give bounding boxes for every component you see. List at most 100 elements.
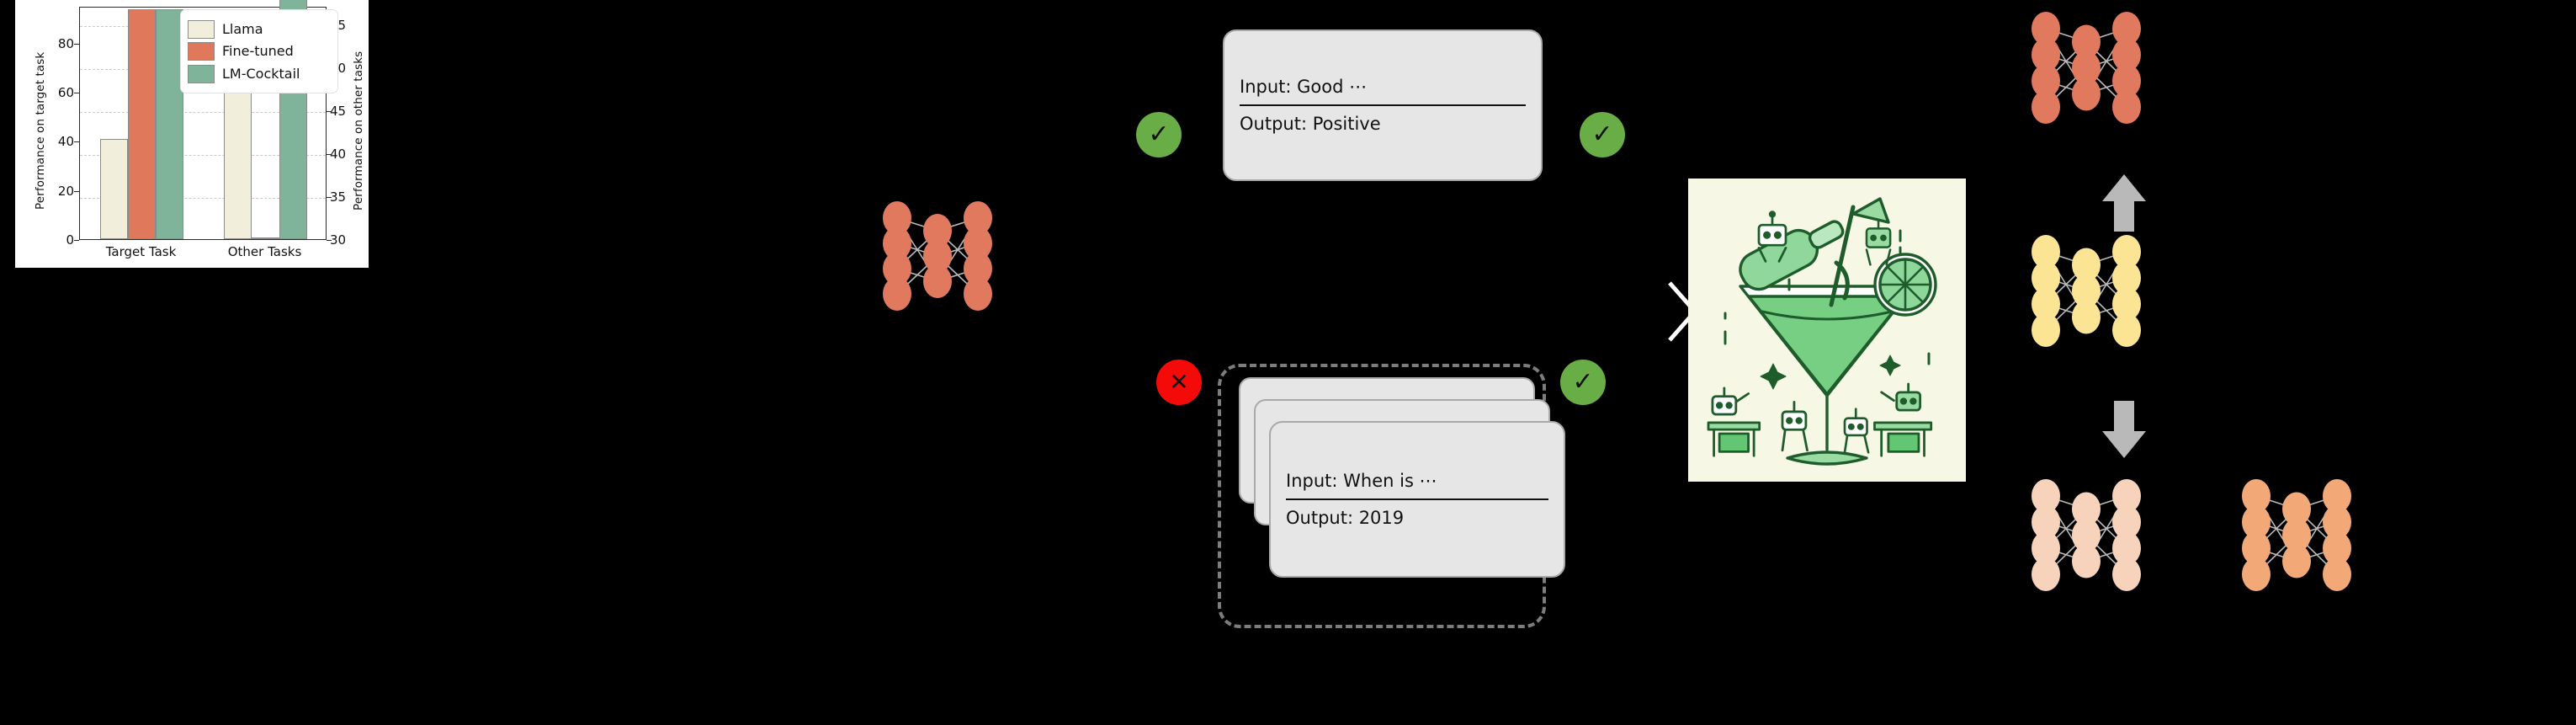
network-node <box>2112 235 2141 269</box>
network-node <box>2112 531 2141 565</box>
arrow-up-icon <box>2102 174 2146 232</box>
right-tick-mark <box>327 154 332 156</box>
network-graph <box>883 201 992 311</box>
network-node <box>2242 557 2271 591</box>
network-graph <box>2032 12 2141 124</box>
arrow-down-icon <box>2102 401 2146 458</box>
network-node <box>2112 12 2141 45</box>
network-node <box>2242 479 2271 513</box>
legend-label-fine-tuned: Fine-tuned <box>222 43 294 59</box>
network-node <box>2282 518 2311 552</box>
gridline <box>80 112 326 114</box>
network-node <box>923 239 952 273</box>
network-graph <box>2032 235 2141 347</box>
x-tick-label: Target Task <box>105 244 177 259</box>
network-node <box>2032 235 2060 269</box>
variant-network-b <box>2239 476 2355 594</box>
network-node <box>2112 557 2141 591</box>
negative-card-output: Output: 2019 <box>1286 508 1405 528</box>
right-tick-mark <box>327 197 332 199</box>
positive-card-input: Input: Good ⋯ <box>1240 77 1368 97</box>
network-node <box>883 252 911 285</box>
network-node <box>2112 505 2141 539</box>
fine-tuned-network <box>2028 8 2144 127</box>
network-node <box>2112 64 2141 98</box>
lm-cocktail-illustration <box>1688 179 1966 482</box>
network-node <box>2072 274 2101 308</box>
left-tick-mark <box>74 43 79 45</box>
chart-legend: Llama Fine-tuned LM-Cocktail <box>180 9 338 93</box>
network-node <box>2112 90 2141 124</box>
network-node <box>2032 261 2060 295</box>
left-axis-label: Performance on target task <box>34 51 47 210</box>
bar-fine-tuned-target-task <box>128 9 156 239</box>
check-mark-icon: ✓ <box>1560 360 1606 405</box>
network-node <box>2032 313 2060 347</box>
negative-card-input: Input: When is ⋯ <box>1286 471 1437 491</box>
network-node <box>2112 287 2141 321</box>
variant-network-a <box>2028 476 2144 594</box>
legend-swatch-lm-cocktail <box>188 64 215 83</box>
legend-item-llama: Llama <box>188 19 330 39</box>
x-tick-label: Other Tasks <box>227 244 302 259</box>
network-node <box>2032 38 2060 72</box>
left-tick-mark <box>74 190 79 192</box>
gridline <box>80 198 326 200</box>
legend-label-llama: Llama <box>222 20 263 37</box>
positive-example-card: Input: Good ⋯ Output: Positive <box>1223 29 1543 181</box>
gridline <box>80 155 326 157</box>
right-tick-label: 40 <box>330 147 347 163</box>
base-neural-network <box>879 198 996 314</box>
network-node <box>2072 518 2101 552</box>
network-node <box>883 201 911 235</box>
network-node <box>964 227 992 260</box>
network-node <box>2112 261 2141 295</box>
right-tick-label: 30 <box>330 232 347 248</box>
network-node <box>2072 544 2101 578</box>
merged-network <box>2028 232 2144 350</box>
bar-chart-panel: Performance on target task Performance o… <box>15 0 369 268</box>
legend-label-lm-cocktail: LM-Cocktail <box>222 65 300 82</box>
left-tick-label: 40 <box>57 134 74 150</box>
network-node <box>923 264 952 298</box>
network-node <box>964 201 992 235</box>
network-graph <box>2242 479 2351 591</box>
network-node <box>2323 505 2351 539</box>
left-tick-mark <box>74 240 79 241</box>
left-tick-label: 80 <box>57 35 74 51</box>
negative-example-card: Input: When is ⋯ Output: 2019 <box>1269 421 1565 578</box>
network-node <box>2072 51 2101 85</box>
bar-lm-cocktail-target-task <box>156 9 183 239</box>
network-node <box>2072 77 2101 111</box>
network-node <box>883 227 911 260</box>
network-node <box>2032 64 2060 98</box>
bar-llama-target-task <box>100 139 128 239</box>
network-node <box>923 214 952 248</box>
legend-swatch-llama <box>188 19 215 39</box>
network-node <box>2242 531 2271 565</box>
cross-mark-icon: ✕ <box>1156 360 1202 405</box>
network-node <box>2032 90 2060 124</box>
network-node <box>2032 287 2060 321</box>
right-tick-mark <box>327 111 332 113</box>
network-node <box>2032 531 2060 565</box>
left-tick-label: 0 <box>66 232 74 248</box>
positive-card-divider <box>1240 104 1526 106</box>
negative-card-divider <box>1286 498 1548 500</box>
network-node <box>2112 38 2141 72</box>
network-node <box>2112 479 2141 513</box>
left-tick-label: 60 <box>57 85 74 101</box>
check-mark-icon: ✓ <box>1580 112 1625 157</box>
network-node <box>2032 12 2060 45</box>
network-node <box>964 277 992 311</box>
network-node <box>2323 557 2351 591</box>
network-node <box>2323 479 2351 513</box>
cocktail-artwork <box>1707 197 1937 466</box>
check-mark-icon: ✓ <box>1136 112 1182 157</box>
legend-item-lm-cocktail: LM-Cocktail <box>188 64 330 83</box>
network-graph <box>2032 479 2141 591</box>
network-node <box>2282 544 2311 578</box>
legend-swatch-fine-tuned <box>188 42 215 61</box>
network-node <box>2112 313 2141 347</box>
left-tick-mark <box>74 141 79 143</box>
